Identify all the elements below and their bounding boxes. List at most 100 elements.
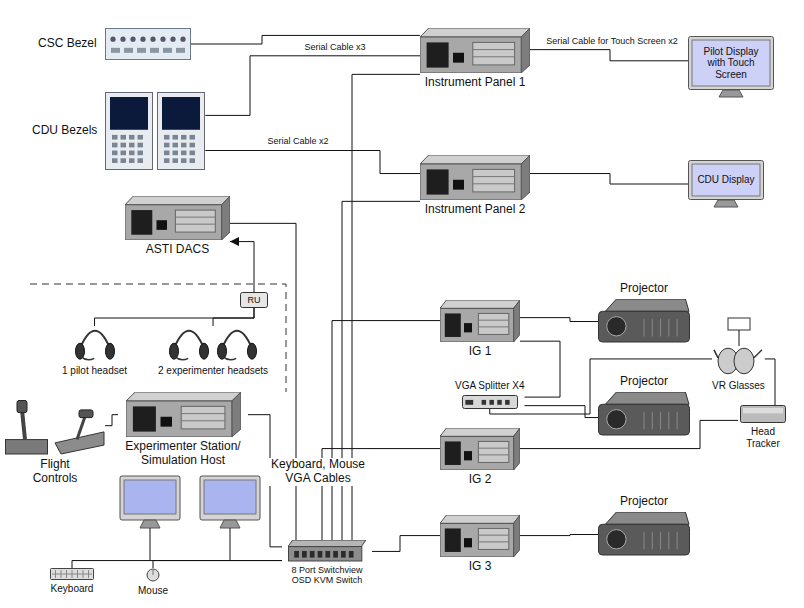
cable-line [205,56,420,116]
monitor-wire [150,528,151,561]
computer-unit: IG 2 [440,428,520,487]
cable-line [332,321,440,540]
vga-splitter-icon [462,395,518,409]
bezel-panel: CDU Bezels [32,92,205,170]
computer-unit: Experimenter Station/ Simulation Host [118,392,248,468]
flight-controls-icon [5,400,105,455]
headset-drawing [165,326,261,362]
device-label: IG 2 [469,473,492,487]
mouse-drawing [146,568,160,582]
bundle-label: Keyboard, Mouse VGA Cables [266,458,370,486]
device-label: Head Tracker [738,426,788,449]
computer-unit: IG 1 [440,300,520,359]
cable-line [213,308,254,326]
cable-line [230,223,296,540]
bezel-panel-icon [105,92,205,170]
projector-drawing [598,512,690,556]
bezel-panel-drawing [105,28,191,60]
device-label: CDU Bezels [32,124,97,138]
device-label: Mouse [138,585,168,597]
projector-drawing [598,392,690,436]
kvm-switch-drawing [288,540,366,562]
computer-unit-drawing [440,428,520,470]
cable-line [72,561,282,568]
headset-icon [75,326,115,362]
cable-line [95,308,254,326]
cable-line [765,359,775,405]
computer-unit-icon [126,392,241,437]
device-label: Instrument Panel 2 [425,203,526,217]
kvm-switch: 8 Port Switchview OSD KVM Switch [282,540,372,586]
device-label: 2 experimenter headsets [158,365,268,377]
computer-unit-drawing [126,392,241,437]
cable-label: Serial Cable for Touch Screen x2 [544,36,679,46]
computer-unit: Instrument Panel 1 [420,28,530,90]
vr-glasses-drawing [713,345,763,377]
cable-line [520,318,598,322]
device-label: CDU Display [697,174,754,186]
device-label: ASTI DACS [146,243,209,257]
computer-unit-icon [420,155,530,200]
headset-drawing [75,326,115,362]
device-label: Instrument Panel 1 [425,76,526,90]
keyboard: Keyboard [50,568,94,595]
monitor-icon [200,476,260,528]
device-label: RU [248,295,261,305]
device-label: Projector [620,495,668,509]
headset: 2 experimenter headsets [158,326,268,377]
cable-line [205,151,420,174]
computer-unit-drawing [420,155,530,200]
bezel-panel: CSC Bezel [38,28,191,60]
computer-unit: IG 3 [440,515,520,574]
computer-unit-icon [420,28,530,73]
display-monitor: Pilot Display with Touch Screen [688,36,774,98]
computer-unit-icon [125,196,230,240]
mouse-icon [146,568,160,582]
projector: Projector [598,282,690,343]
interface-box-icon: RU [240,292,268,308]
headset: 1 pilot headset [62,326,127,377]
device-label: Pilot Display with Touch Screen [695,46,767,81]
flight-controls-drawing [5,400,105,455]
device-label: 1 pilot headset [62,365,127,377]
device-label: IG 3 [469,560,492,574]
mouse: Mouse [138,568,168,597]
dashed-bracket [30,284,286,392]
vga-splitter: VGA Splitter X4 [455,380,524,409]
kvm-switch-icon [288,540,366,562]
display-monitor-icon: CDU Display [688,160,764,208]
keyboard-drawing [50,568,94,580]
cable-line [342,201,420,540]
device-label: IG 1 [469,345,492,359]
device-label: VR Glasses [712,380,765,392]
cable-line [105,415,118,426]
vr-glasses: VR Glasses [712,345,765,392]
computer-unit-drawing [440,515,520,557]
cable-line [372,536,440,552]
cable-line [520,341,560,397]
headset-icon [165,326,261,362]
projector-icon [598,512,690,556]
computer-unit: ASTI DACS [125,196,230,257]
flight-controls: Flight Controls [5,400,105,486]
device-label: Keyboard [51,583,94,595]
projector: Projector [598,375,690,436]
cable-line [230,242,254,292]
monitor-icon [120,476,180,528]
computer-unit-icon [440,515,520,557]
computer-unit-icon [440,428,520,470]
device-label: Flight Controls [19,458,91,486]
projector-icon [598,392,690,436]
projector-drawing [598,299,690,343]
computer-unit-drawing [440,300,520,342]
computer-unit-drawing [125,196,230,240]
cable-label: Serial Cable x2 [265,136,330,146]
sensor-box [728,318,750,330]
keyboard-icon [50,568,94,580]
vr-glasses-icon [713,345,763,377]
head-tracker: Head Tracker [738,405,788,449]
computer-unit-drawing [420,28,530,73]
bezel-panel-drawing [105,92,205,170]
monitor-wire [230,528,231,561]
